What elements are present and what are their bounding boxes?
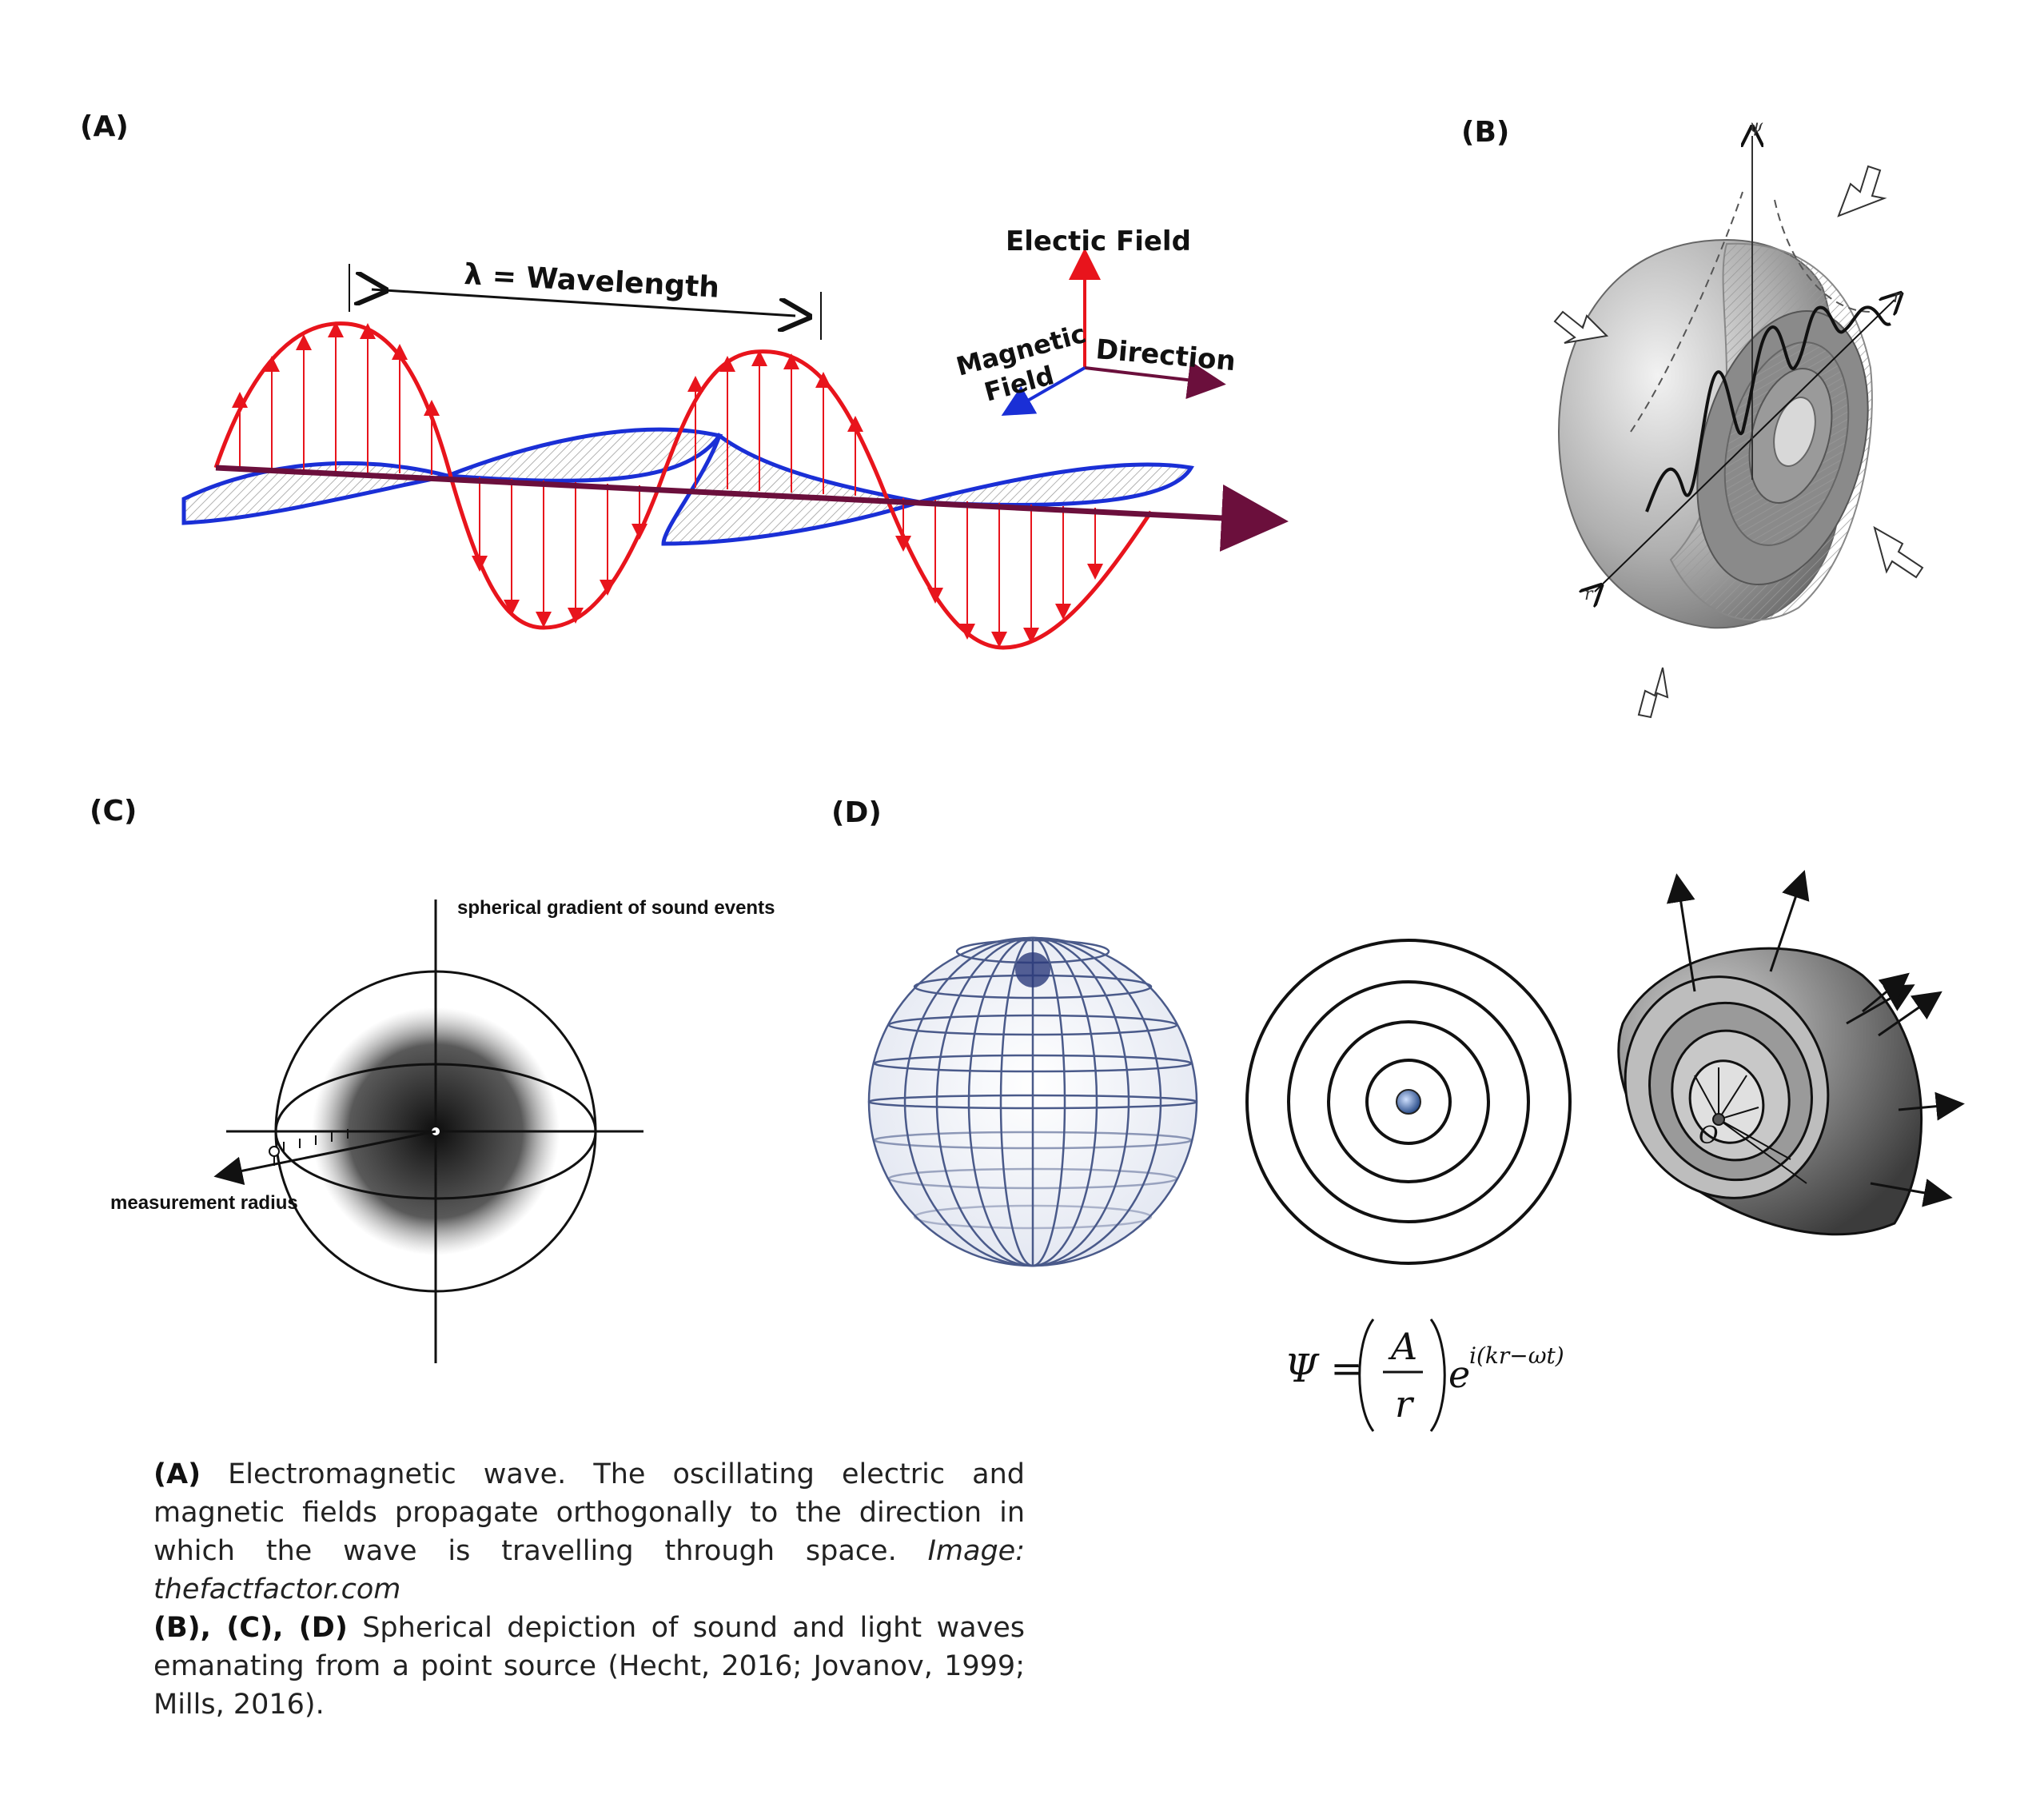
wireframe-globe xyxy=(869,938,1197,1266)
radius-label: measurement radius xyxy=(110,1192,298,1214)
panel-c-sound-sphere: spherical gradient of sound events measu… xyxy=(110,897,775,1363)
axis-r-bottom-label: r xyxy=(1584,584,1594,604)
caption-a-tag: (A) xyxy=(153,1458,201,1490)
panel-a-em-wave: λ = Wavelength Electic Field Direction M… xyxy=(184,225,1255,648)
wavelength-marker: λ = Wavelength xyxy=(349,258,821,340)
gradient-label: spherical gradient of sound events xyxy=(457,897,775,919)
field-axes-triad: Electic Field Direction Magnetic Field xyxy=(953,225,1237,408)
wave-equation: Ψ = A r e i(kr−ωt) xyxy=(1285,1319,1564,1431)
equation-exponent: i(kr−ωt) xyxy=(1469,1342,1564,1369)
axis-psi-label: ψ xyxy=(1749,117,1763,137)
caption-bcd-tag: (B), (C), (D) xyxy=(153,1612,348,1644)
cutaway-dome: O xyxy=(1595,884,1950,1235)
caption-a-text: Electromagnetic wave. The oscillating el… xyxy=(153,1458,1025,1567)
figure-caption: (A) Electromagnetic wave. The oscillatin… xyxy=(153,1455,1025,1724)
axis-r-top-label: r xyxy=(1893,287,1903,307)
origin-label: O xyxy=(1699,1122,1719,1150)
panel-d-point-source: O Ψ = A r e i(kr−ωt) xyxy=(869,884,1950,1431)
panel-b-spherical-wave: ψ r r xyxy=(1555,117,1922,717)
equation-numerator: A xyxy=(1388,1325,1417,1368)
equation-lhs: Ψ = xyxy=(1285,1346,1363,1391)
electric-field-label: Electic Field xyxy=(1006,225,1191,257)
equation-base: e xyxy=(1448,1353,1470,1396)
equation-denominator: r xyxy=(1395,1382,1415,1426)
concentric-wavefronts xyxy=(1247,940,1570,1263)
